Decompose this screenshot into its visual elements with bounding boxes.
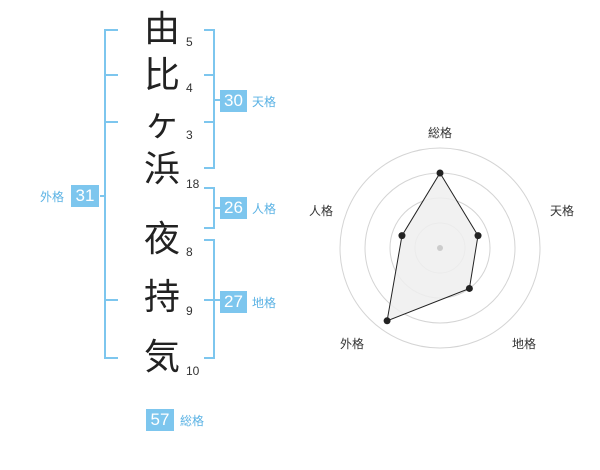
soukaku-value-badge: 57 — [146, 409, 174, 431]
name-char-6: 持 — [143, 277, 180, 318]
tenkaku-value-badge: 30 — [220, 90, 247, 112]
name-char-1: 由 — [143, 9, 180, 50]
stroke-count-4: 18 — [186, 177, 200, 191]
radar-axis-label-soukaku: 総格 — [428, 126, 453, 140]
soukaku-label: 総格 — [180, 414, 205, 428]
stroke-count-2: 4 — [186, 81, 193, 95]
gaikaku-label: 外格 — [40, 190, 65, 204]
name-char-3: ヶ — [143, 103, 180, 144]
radar-point — [383, 317, 391, 325]
radar-axis-label-gaikaku: 外格 — [340, 337, 365, 351]
radar-axis-label-chikaku: 地格 — [512, 337, 537, 351]
radar-point — [398, 232, 406, 240]
radar-point — [474, 232, 482, 240]
chikaku-label: 地格 — [252, 296, 277, 310]
name-char-2: 比 — [143, 55, 180, 96]
radar-point — [465, 284, 473, 292]
radar-grid-ring — [339, 147, 541, 349]
radar-axis-label-tenkaku: 天格 — [550, 204, 575, 218]
radar-polygon — [386, 172, 479, 322]
name-char-5: 夜 — [143, 219, 180, 260]
name-char-4: 浜 — [143, 149, 180, 190]
name-char-7: 気 — [143, 337, 180, 378]
gaikaku-bracket — [104, 29, 118, 359]
radar-center-dot — [437, 245, 443, 251]
stroke-count-5: 8 — [186, 245, 193, 259]
stroke-count-1: 5 — [186, 35, 193, 49]
radar-axis-label-jinkaku: 人格 — [309, 204, 334, 218]
jinkaku-value-badge: 26 — [220, 197, 247, 219]
stroke-count-3: 3 — [186, 128, 193, 142]
stroke-count-6: 9 — [186, 304, 193, 318]
jinkaku-label: 人格 — [252, 202, 277, 216]
gaikaku-value-badge: 31 — [71, 185, 99, 207]
chikaku-value-badge: 27 — [220, 291, 247, 313]
stroke-count-7: 10 — [186, 364, 200, 378]
tenkaku-label: 天格 — [252, 95, 277, 109]
radar-point — [436, 169, 444, 177]
